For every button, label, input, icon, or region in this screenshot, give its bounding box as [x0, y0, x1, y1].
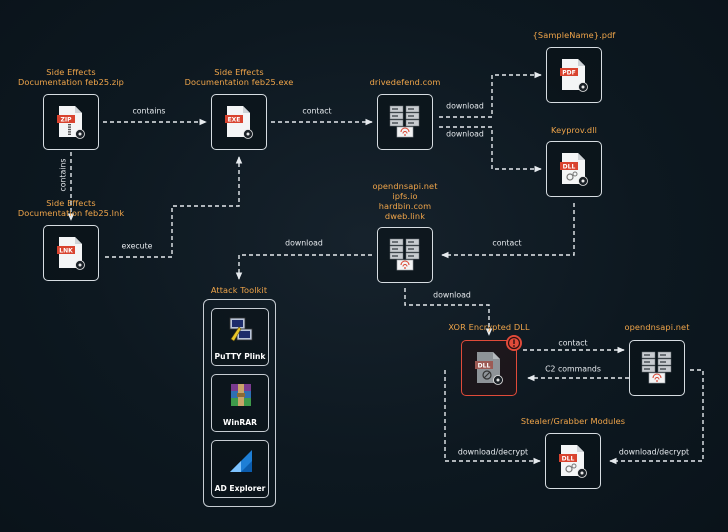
edge-drivedefend-to-pdf: [439, 71, 542, 118]
label-drivedefend: drivedefend.com: [369, 77, 441, 87]
attack-toolkit-panel: PuTTY Plink WinRAR AD Explorer: [203, 299, 276, 507]
node-xor-encrypted-dll[interactable]: DLL: [461, 340, 517, 396]
dll-file-icon: DLL: [560, 153, 588, 186]
edge-label-download-toolkit: download: [285, 238, 323, 248]
warning-badge-icon: [506, 335, 522, 351]
edge-label-download-pdf: download: [446, 101, 484, 111]
edge-label-contains-vertical: contains: [58, 158, 68, 192]
edge-label-download-dll: download: [446, 129, 484, 139]
label-xor-dll: XOR Encrypted DLL: [448, 322, 530, 332]
edge-label-download-xor: download: [433, 290, 471, 300]
edge-multi-to-xor: [404, 288, 493, 336]
edge-label-contains: contains: [132, 106, 166, 116]
edge-label-execute: execute: [121, 241, 153, 251]
lnk-file-icon: LNK: [57, 237, 85, 270]
dll-file-icon: DLL: [559, 445, 587, 478]
node-zip-file[interactable]: ZIP: [43, 94, 99, 150]
edge-multi-to-toolkit: [235, 254, 372, 280]
edge-label-download-decrypt-right: download/decrypt: [618, 447, 690, 457]
label-toolkit: Attack Toolkit: [210, 285, 268, 295]
edge-keyprov-to-multi: [441, 203, 575, 259]
edge-opendns-to-stealer: [609, 369, 704, 465]
server-icon: [389, 105, 420, 138]
exe-file-icon: EXE: [225, 106, 253, 139]
edge-label-c2-commands: C2 commands: [545, 364, 601, 374]
server-icon: [389, 238, 420, 271]
edge-drivedefend-to-keyprov: [439, 126, 542, 173]
server-icon: [641, 351, 672, 384]
label-keyprov: Keyprov.dll: [551, 125, 597, 135]
edge-label-contact: contact: [302, 106, 332, 116]
node-stealer-modules[interactable]: DLL: [545, 433, 601, 489]
node-opendnsapi-server[interactable]: [629, 340, 685, 396]
edge-label-download-decrypt-left: download/decrypt: [457, 447, 529, 457]
edge-label-contact-keyprov: contact: [492, 238, 522, 248]
zip-file-icon: ZIP: [57, 106, 85, 139]
svg-text:DLL: DLL: [478, 362, 491, 369]
tool-ad-explorer[interactable]: AD Explorer: [211, 440, 269, 498]
node-multi-domain-server[interactable]: [377, 227, 433, 283]
label-opendns2: opendnsapi.net: [624, 322, 690, 332]
node-pdf-file[interactable]: PDF: [546, 47, 602, 103]
node-drivedefend-server[interactable]: [377, 94, 433, 150]
edge-lnk-to-exe: [105, 156, 243, 258]
edge-label-contact-c2: contact: [558, 338, 588, 348]
node-exe-file[interactable]: EXE: [211, 94, 267, 150]
edge-xor-to-stealer: [444, 370, 541, 465]
svg-text:PDF: PDF: [562, 69, 575, 76]
ad-explorer-icon: [230, 450, 252, 472]
encrypted-dll-icon: DLL: [475, 352, 503, 385]
winrar-icon: [231, 384, 251, 406]
svg-text:LNK: LNK: [59, 247, 73, 254]
label-stealer: Stealer/Grabber Modules: [520, 416, 626, 426]
tool-name: WinRAR: [223, 418, 257, 427]
svg-text:DLL: DLL: [563, 163, 576, 170]
pdf-file-icon: PDF: [560, 59, 588, 92]
node-lnk-file[interactable]: LNK: [43, 225, 99, 281]
label-pdf: {SampleName}.pdf: [532, 30, 616, 40]
svg-text:ZIP: ZIP: [61, 116, 73, 123]
tool-winrar[interactable]: WinRAR: [211, 374, 269, 432]
tool-name: PuTTY Plink: [214, 352, 266, 361]
node-keyprov-dll[interactable]: DLL: [546, 141, 602, 197]
tool-putty-plink[interactable]: PuTTY Plink: [211, 308, 269, 366]
svg-text:EXE: EXE: [228, 116, 241, 123]
putty-icon: [229, 317, 253, 342]
svg-text:DLL: DLL: [562, 455, 575, 462]
tool-name: AD Explorer: [214, 484, 266, 493]
